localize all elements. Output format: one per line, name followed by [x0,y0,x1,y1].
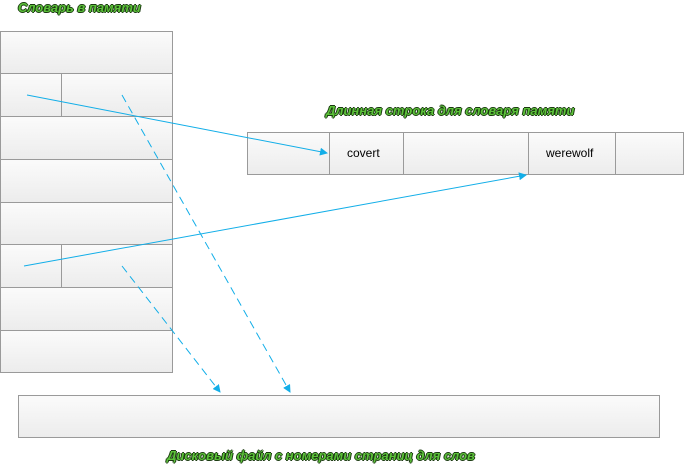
memory-dictionary-table [0,31,173,373]
disk-file-bar [18,395,660,438]
long-string-title: Длинная строка для словаря памяти [326,103,575,118]
word-werewolf: werewolf [546,146,594,160]
word-covert: covert [347,146,380,160]
long-string-row [247,132,684,175]
pointer-arrow-werewolf [23,172,527,267]
disk-file-title: Дисковый файл с номерами страниц для сло… [167,448,475,463]
pointer-arrow-covert [26,94,328,156]
dashed-arrow-disk-2 [121,265,221,393]
dashed-arrow-disk-1 [121,94,291,393]
memory-dictionary-title: Словарь в памяти [18,0,141,15]
